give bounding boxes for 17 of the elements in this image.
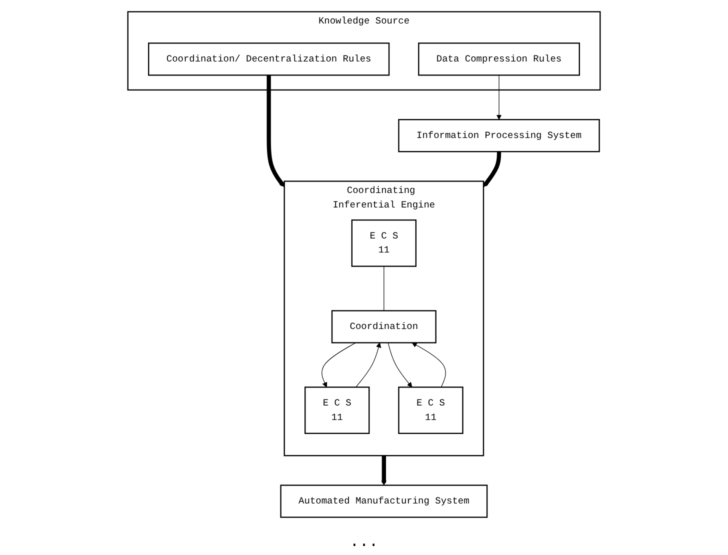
node-box: E C S 11 xyxy=(351,219,417,267)
arrow xyxy=(356,342,382,388)
arrow xyxy=(266,75,285,188)
arrow xyxy=(496,74,502,120)
node-box: Data Compression Rules xyxy=(418,42,580,76)
arrow xyxy=(412,342,446,388)
ellipsis-text: ... xyxy=(350,533,378,551)
node-box: Coordination xyxy=(331,310,436,344)
arrow xyxy=(322,342,356,388)
node-box: Information Processing System xyxy=(398,119,600,152)
arrow xyxy=(388,342,412,388)
node-box: Coordination/ Decentralization Rules xyxy=(148,42,390,76)
node-box: E C S 11 xyxy=(304,386,370,434)
arrow xyxy=(483,152,502,188)
arrow xyxy=(381,456,387,486)
node-box: Automated Manufacturing System xyxy=(280,484,488,518)
node-box: E C S 11 xyxy=(398,386,464,434)
